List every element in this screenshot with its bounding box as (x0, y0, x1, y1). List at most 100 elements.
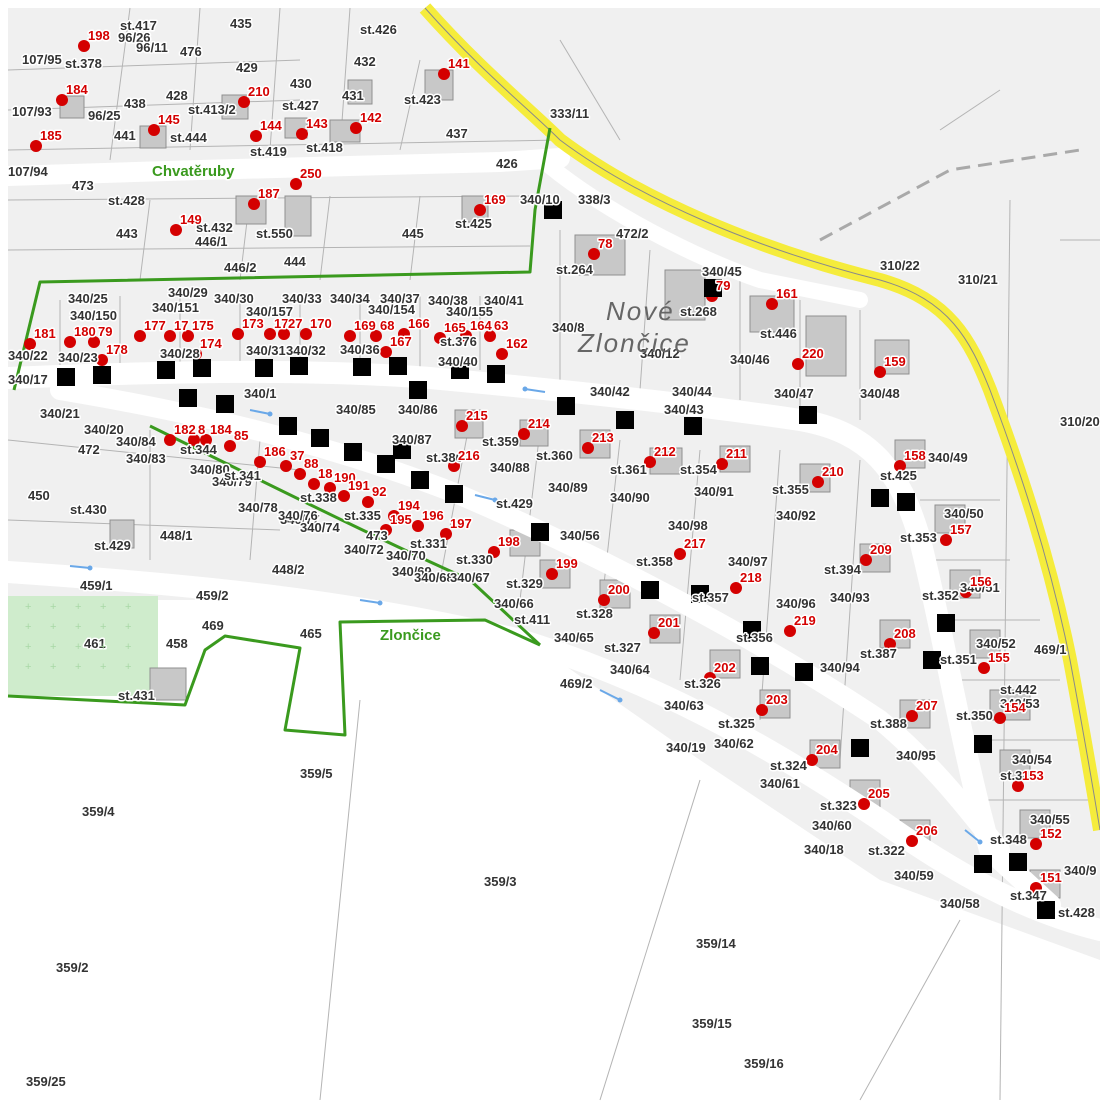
parcel-label: 472/2 (616, 226, 649, 241)
address-point (960, 586, 972, 598)
parcel-label: 459/2 (196, 588, 229, 603)
parcel-line (519, 429, 541, 601)
survey-marker (974, 855, 992, 873)
address-label: 152 (1040, 826, 1062, 841)
survey-marker (544, 201, 562, 219)
address-label: 206 (916, 823, 938, 838)
address-point (188, 434, 200, 446)
address-point (940, 534, 952, 546)
parcel-label: st.388 (870, 716, 907, 731)
address-label: 184 (210, 422, 232, 437)
survey-marker (193, 359, 211, 377)
address-point (224, 440, 236, 452)
parcel-label: st.325 (718, 716, 755, 731)
parcel-label: st.429 (94, 538, 131, 553)
address-label: 85 (234, 428, 248, 443)
parcel-label: st.347 (1010, 888, 1047, 903)
address-label: 143 (306, 116, 328, 131)
parcel-label: 340/29 (168, 285, 208, 300)
address-point (792, 358, 804, 370)
parcel-label: st.413/2 (188, 102, 236, 117)
parcel-label: 469/2 (560, 676, 593, 691)
address-point (518, 428, 530, 440)
parcel-label: 340/72 (344, 542, 384, 557)
meadow-symbol: + (125, 601, 131, 613)
address-point (96, 354, 108, 366)
address-point (190, 348, 202, 360)
parcel-label: 446/2 (224, 260, 257, 275)
address-point (350, 122, 362, 134)
parcel-label: st.329 (506, 576, 543, 591)
address-label: 92 (372, 484, 386, 499)
parcel-label: 340/38 (428, 293, 468, 308)
address-point (134, 330, 146, 342)
parcel-label: 340/34 (330, 291, 371, 306)
boundary-north-loop (12, 127, 552, 391)
parcel-label: 445 (402, 226, 424, 241)
parcel-label: st.353 (900, 530, 937, 545)
parcel-line (109, 7, 131, 161)
address-point (906, 710, 918, 722)
parcel-label: 96/25 (88, 108, 121, 123)
map-outer-white-left (0, 0, 8, 1102)
parcel-label: 465 (300, 626, 322, 641)
parcel-label: 340/154 (368, 302, 416, 317)
flow-arrow (474, 494, 496, 501)
parcel-label: 476 (180, 44, 202, 59)
parcel-label: 340/47 (774, 386, 814, 401)
flow-arrow-head (87, 565, 93, 571)
address-label: 158 (904, 448, 926, 463)
address-label: 202 (714, 660, 736, 675)
parcel-label: 310/20 (1060, 414, 1100, 429)
parcel-label: 107/93 (12, 104, 52, 119)
parcel-label: st.264 (556, 262, 594, 277)
address-point (182, 330, 194, 342)
parcel-label: 340/92 (776, 508, 816, 523)
parcel-label: 340/90 (610, 490, 650, 505)
address-label: 191 (348, 478, 370, 493)
parcel-label: 340/95 (896, 748, 936, 763)
parcel-label: 359/25 (26, 1074, 66, 1089)
meadow-symbol: + (100, 641, 106, 653)
parcel-label: st.348 (990, 832, 1027, 847)
meadow-symbol: + (125, 621, 131, 633)
address-point (474, 204, 486, 216)
flow-arrows (69, 386, 983, 845)
parcel-label: 340/74 (300, 520, 341, 535)
parcel-label: 359/5 (300, 766, 333, 781)
parcel-label: 340/87 (392, 432, 432, 447)
address-label: 166 (408, 316, 430, 331)
address-label: 173 (242, 316, 264, 331)
parcel-label: st.429 (496, 496, 533, 511)
address-label: 195 (390, 512, 412, 527)
parcel-label: 340/151 (152, 300, 199, 315)
address-label: 212 (654, 444, 676, 459)
address-label: 172 (274, 316, 296, 331)
parcel-line (7, 519, 281, 531)
address-label: 153 (1022, 768, 1044, 783)
address-point (874, 366, 886, 378)
address-point (812, 476, 824, 488)
address-point (308, 478, 320, 490)
parcel-line (319, 699, 361, 1101)
survey-marker (684, 417, 702, 435)
parcel-label: 437 (446, 126, 468, 141)
parcel-label: 340/97 (728, 554, 768, 569)
parcel-label: 340/70 (386, 548, 426, 563)
building (109, 519, 135, 549)
parcel-line (839, 459, 861, 761)
survey-marker (851, 739, 869, 757)
address-point (484, 330, 496, 342)
survey-marker (157, 361, 175, 379)
survey-marker (411, 471, 429, 489)
survey-marker (937, 614, 955, 632)
address-point (300, 328, 312, 340)
parcel-label: st.550 (256, 226, 293, 241)
parcel-label: 340/46 (730, 352, 770, 367)
parcel-label: 340/21 (40, 406, 80, 421)
open-field-area (8, 600, 1100, 1102)
address-label: 207 (916, 698, 938, 713)
parcel-label: 473 (72, 178, 94, 193)
